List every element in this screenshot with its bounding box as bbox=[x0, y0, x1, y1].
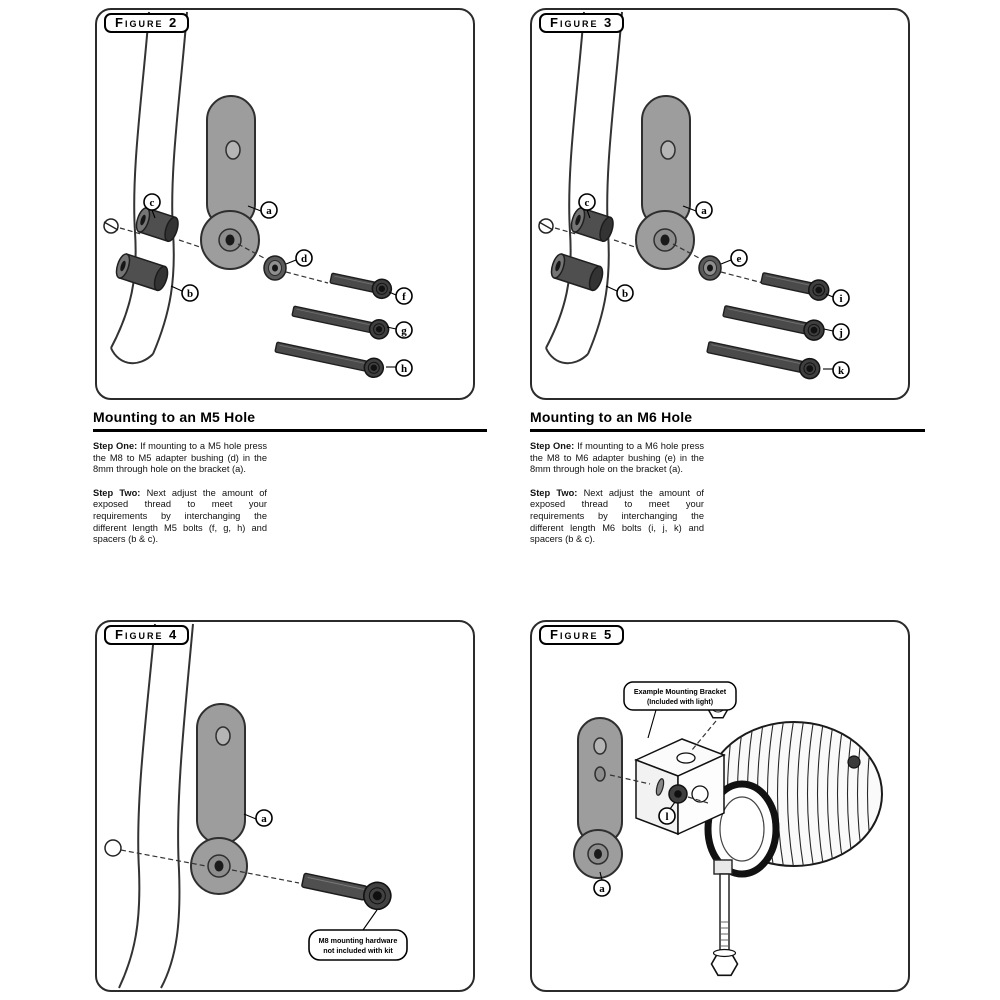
svg-text:c: c bbox=[585, 197, 590, 209]
spacer-c bbox=[570, 207, 614, 243]
figure4-panel: Figure 4 bbox=[95, 620, 475, 992]
bolt-l bbox=[609, 774, 709, 804]
m6-step-one-label: Step One: bbox=[530, 441, 575, 451]
part-label-a: a bbox=[682, 201, 713, 219]
m5-step-two-text: Next adjust the amount of exposed thread… bbox=[93, 487, 267, 545]
bracket-a bbox=[190, 703, 248, 895]
figure5-panel: Figure 5 bbox=[530, 620, 910, 992]
spacer-b bbox=[115, 253, 169, 292]
svg-text:a: a bbox=[599, 883, 605, 895]
m6-step-one: Step One: If mounting to a M6 hole press… bbox=[530, 441, 704, 476]
svg-text:b: b bbox=[622, 288, 628, 300]
set-screw bbox=[103, 218, 142, 235]
heading-m5: Mounting to an M5 Hole bbox=[93, 409, 487, 432]
part-label-j: j bbox=[823, 323, 850, 341]
m6-step-one-text: If mounting to a M6 hole press the M8 to… bbox=[530, 441, 704, 475]
fork-mount-hole bbox=[104, 839, 122, 857]
figure3-panel: Figure 3 bbox=[530, 8, 910, 400]
fork-tube bbox=[118, 623, 194, 989]
fork-tube bbox=[110, 11, 188, 364]
figure4-diagram: a M8 mounting hardware not included with… bbox=[104, 623, 408, 989]
svg-text:d: d bbox=[301, 253, 307, 265]
m5-step-two-label: Step Two: bbox=[93, 487, 141, 498]
part-label-f: f bbox=[388, 287, 413, 305]
m5-step-one-text: If mounting to a M5 hole press the M8 to… bbox=[93, 441, 267, 475]
svg-text:a: a bbox=[261, 813, 267, 825]
figure3-badge: Figure 3 bbox=[539, 13, 625, 33]
svg-text:i: i bbox=[839, 293, 842, 305]
svg-text:a: a bbox=[266, 205, 272, 217]
svg-text:(Included with light): (Included with light) bbox=[647, 699, 713, 706]
part-label-k: k bbox=[823, 361, 850, 379]
part-label-e: e bbox=[720, 249, 748, 267]
svg-text:g: g bbox=[401, 325, 407, 337]
bolt-g bbox=[291, 305, 390, 340]
part-label-g: g bbox=[386, 321, 413, 339]
part-label-a: a bbox=[243, 809, 273, 827]
bolt-f bbox=[329, 272, 393, 300]
svg-text:f: f bbox=[402, 291, 406, 303]
svg-text:a: a bbox=[701, 205, 707, 217]
steps-m5: Step One: If mounting to a M5 hole press… bbox=[93, 441, 267, 558]
svg-text:c: c bbox=[150, 197, 155, 209]
housing-screw bbox=[847, 755, 861, 769]
bolt-j bbox=[722, 305, 825, 341]
spacer-c bbox=[135, 207, 179, 243]
figure2-diagram: c b a d f bbox=[103, 11, 413, 379]
steps-m6: Step One: If mounting to a M6 hole press… bbox=[530, 441, 704, 558]
bracket-a bbox=[635, 95, 695, 270]
mounting-boss bbox=[713, 859, 733, 875]
figure5-badge: Figure 5 bbox=[539, 625, 625, 645]
heading-m6: Mounting to an M6 Hole bbox=[530, 409, 925, 432]
part-label-h: h bbox=[386, 359, 413, 377]
fork-tube bbox=[545, 11, 623, 364]
figure3-diagram: c b a e i bbox=[538, 11, 850, 380]
svg-text:M8 mounting hardware: M8 mounting hardware bbox=[319, 936, 398, 945]
set-screw bbox=[538, 218, 577, 235]
adapter-bushing-d bbox=[237, 243, 329, 284]
svg-text:not included with kit: not included with kit bbox=[323, 946, 393, 955]
m5-step-one-label: Step One: bbox=[93, 441, 138, 451]
bolt-h bbox=[274, 341, 385, 379]
svg-text:Example Mounting Bracket: Example Mounting Bracket bbox=[634, 687, 727, 696]
m5-step-two: Step Two: Next adjust the amount of expo… bbox=[93, 488, 267, 546]
hardware-callout: M8 mounting hardware not included with k… bbox=[308, 909, 408, 961]
m8-bolt bbox=[301, 872, 392, 911]
mounting-bolt bbox=[710, 873, 739, 977]
bracket-a bbox=[200, 95, 260, 270]
bolt-i bbox=[760, 272, 830, 301]
svg-text:j: j bbox=[838, 327, 843, 339]
svg-text:b: b bbox=[187, 288, 193, 300]
part-label-b: b bbox=[170, 284, 199, 302]
m6-step-two-text: Next adjust the amount of exposed thread… bbox=[530, 487, 704, 545]
svg-text:e: e bbox=[737, 253, 742, 265]
figure5-diagram: l a Example Mounting Bracket (Included w… bbox=[573, 681, 883, 977]
part-label-b: b bbox=[605, 284, 634, 302]
part-label-l: l bbox=[658, 801, 676, 825]
bolt-k bbox=[706, 341, 821, 380]
figure2-badge: Figure 2 bbox=[104, 13, 190, 33]
part-label-d: d bbox=[285, 249, 313, 267]
part-label-i: i bbox=[825, 289, 850, 307]
figure4-badge: Figure 4 bbox=[104, 625, 190, 645]
spacer-b bbox=[550, 253, 604, 292]
part-label-c: c bbox=[143, 193, 161, 219]
light-housing bbox=[704, 721, 883, 878]
part-label-a: a bbox=[593, 871, 611, 897]
m5-step-one: Step One: If mounting to a M5 hole press… bbox=[93, 441, 267, 476]
figure2-panel: Figure 2 bbox=[95, 8, 475, 400]
bracket-callout: Example Mounting Bracket (Included with … bbox=[623, 681, 737, 739]
part-label-c: c bbox=[578, 193, 596, 219]
svg-text:k: k bbox=[838, 365, 845, 377]
m6-step-two-label: Step Two: bbox=[530, 487, 578, 498]
m6-step-two: Step Two: Next adjust the amount of expo… bbox=[530, 488, 704, 546]
part-label-a: a bbox=[247, 201, 278, 219]
svg-text:l: l bbox=[665, 811, 668, 823]
svg-text:h: h bbox=[401, 363, 407, 375]
adapter-bushing-e bbox=[672, 243, 764, 284]
bracket-a bbox=[573, 717, 623, 879]
light-lens-opening bbox=[704, 780, 780, 878]
